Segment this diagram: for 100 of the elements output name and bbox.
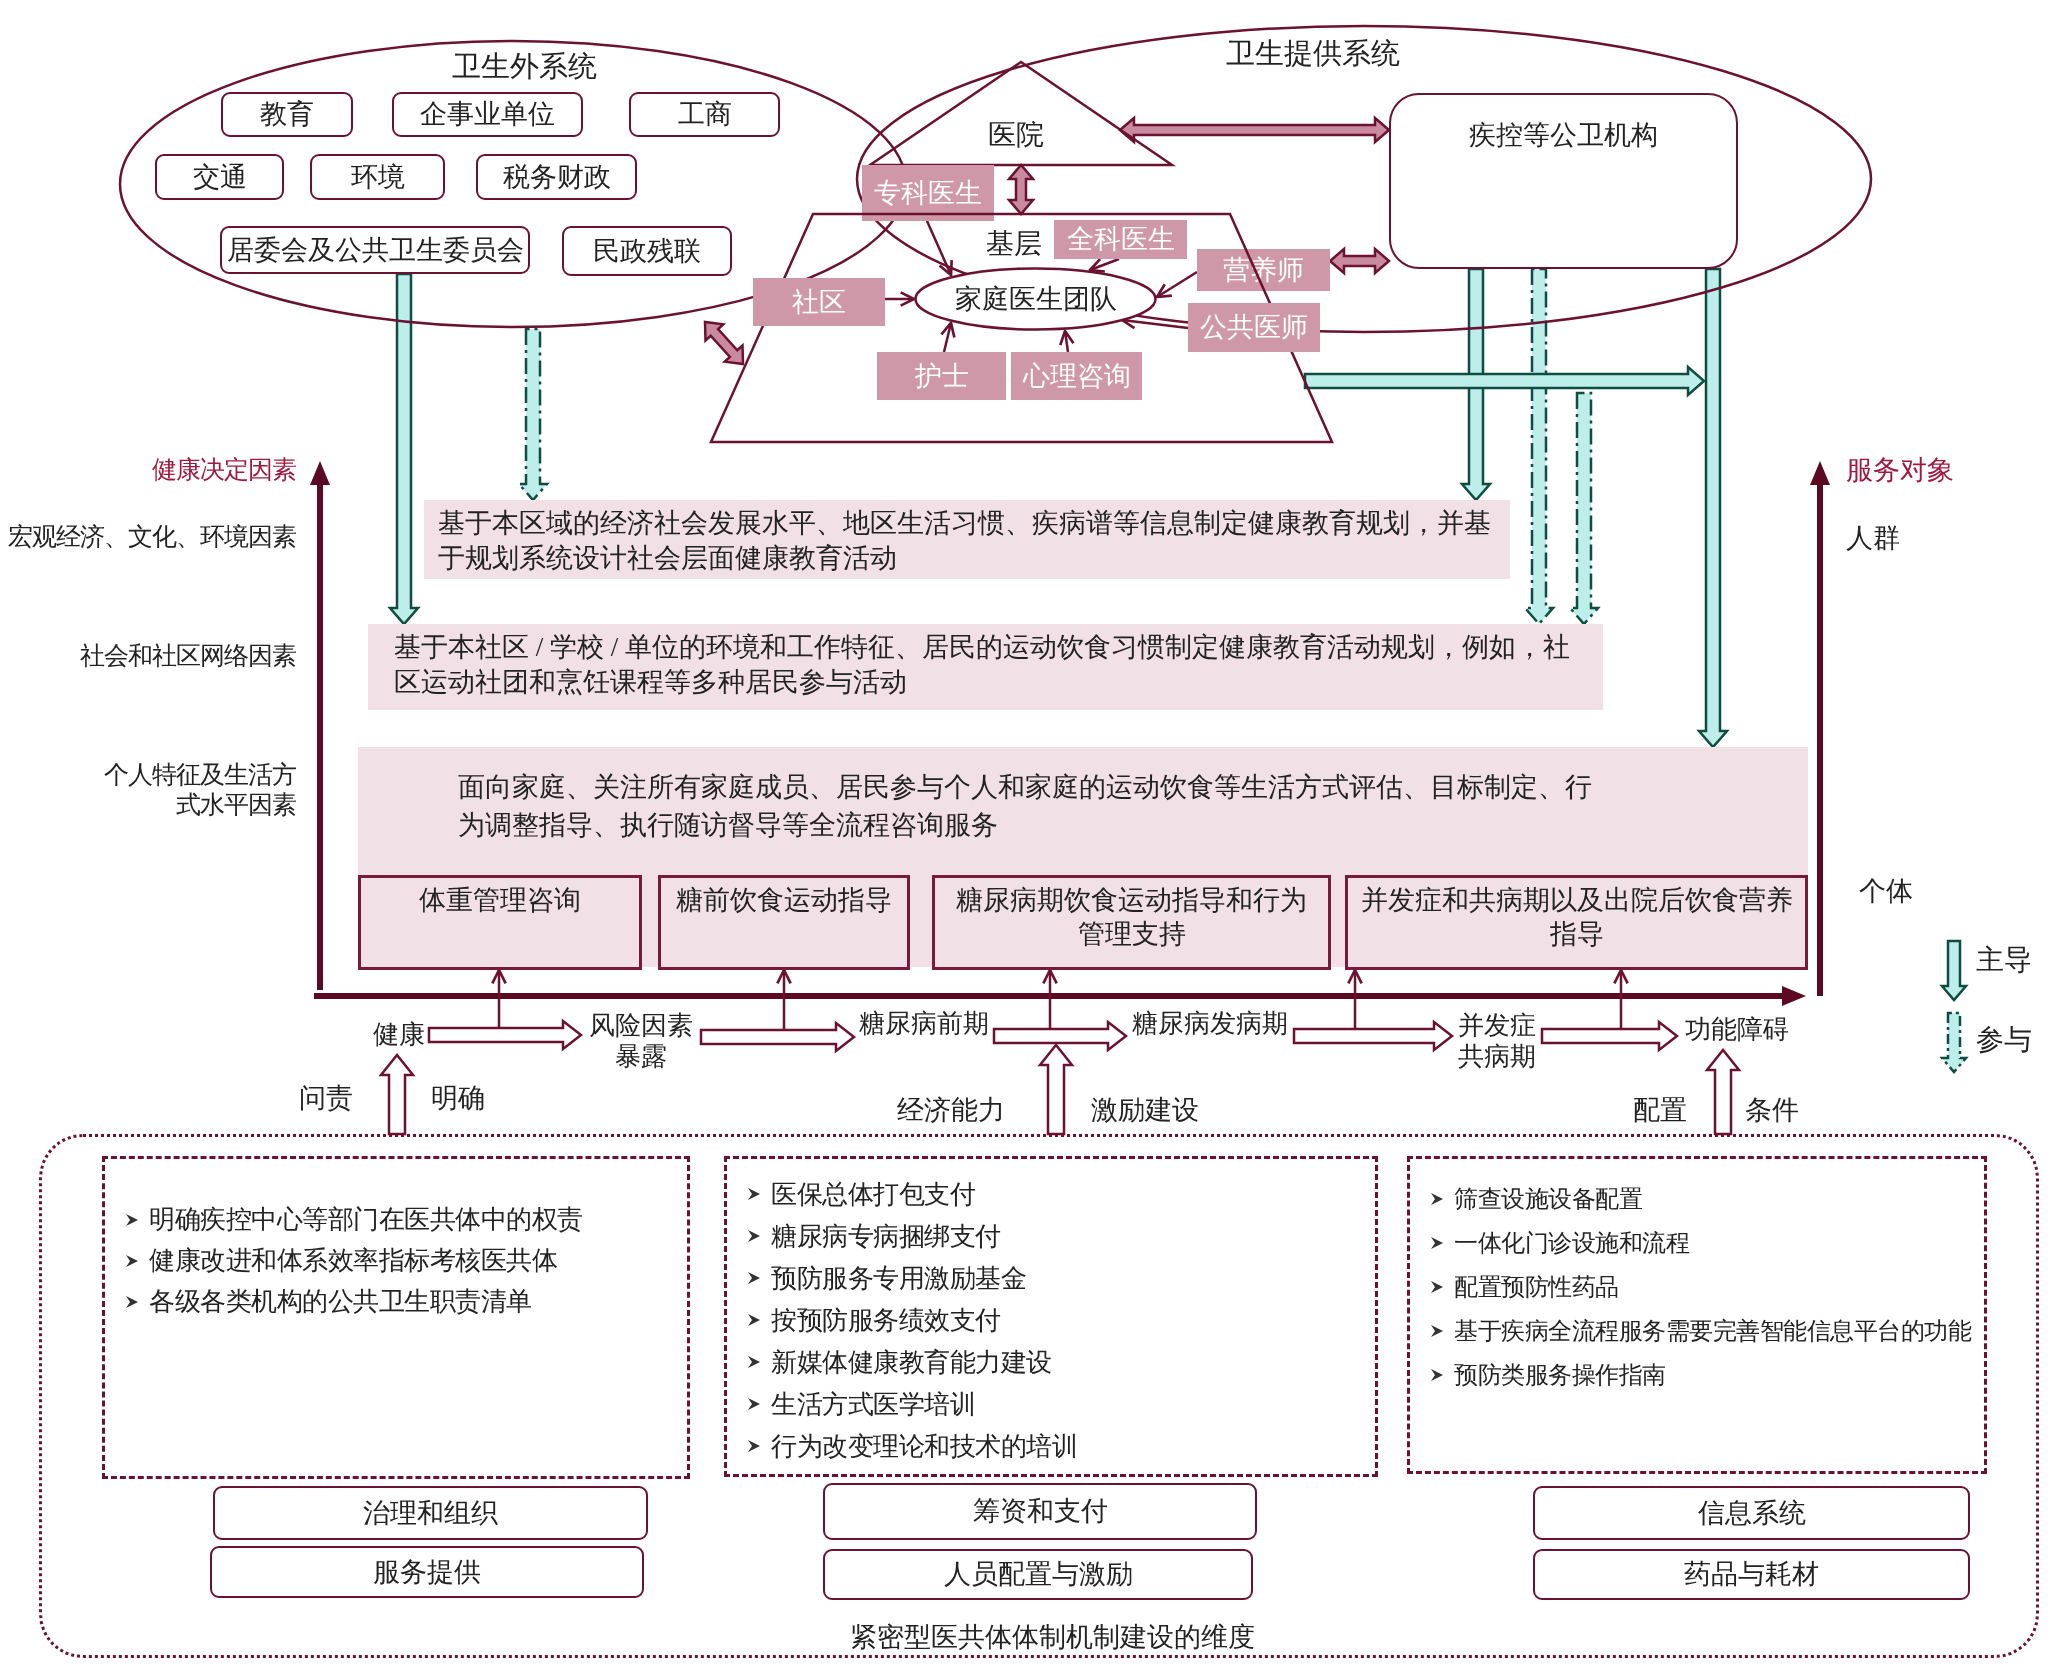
- bullet-text: 预防服务专用激励基金: [771, 1262, 1026, 1295]
- sector-box: 药品与耗材: [1533, 1549, 1970, 1600]
- service-box: 糖前饮食运动指导: [658, 875, 910, 970]
- stage-label: 风险因素暴露: [581, 1005, 701, 1077]
- stage-label: 并发症共病期: [1452, 1005, 1542, 1077]
- level-label: 医院: [988, 118, 1044, 152]
- sector-box: 企事业单位: [392, 92, 583, 137]
- sector-box: 民政残联: [562, 226, 732, 276]
- role-box: 全科医生: [1054, 220, 1187, 259]
- bullet-text: 基于疾病全流程服务需要完善智能信息平台的功能: [1454, 1317, 1971, 1346]
- bullet-text: 糖尿病专病捆绑支付: [771, 1220, 1001, 1253]
- double-arrow: [1328, 246, 1391, 276]
- hollow-arrow: [1540, 1019, 1680, 1053]
- system-title: 卫生提供系统: [1226, 35, 1400, 71]
- bullet-text: 配置预防性药品: [1454, 1273, 1619, 1302]
- hollow-arrow: [1704, 1048, 1742, 1136]
- measure-box: [1407, 1156, 1987, 1474]
- hollow-arrow: [1037, 1043, 1075, 1136]
- stage-label: 糖尿病前期: [854, 1004, 994, 1044]
- arrow-label: 明确: [431, 1081, 485, 1115]
- block-arrow: [516, 327, 550, 502]
- arrow: [885, 291, 916, 307]
- sector-box: 筹资和支付: [823, 1483, 1257, 1540]
- arrow: [1088, 257, 1120, 273]
- hollow-arrow: [992, 1019, 1129, 1053]
- bullet-text: 健康改进和体系效率指标考核医共体: [149, 1245, 557, 1277]
- hollow-arrow: [378, 1053, 416, 1136]
- stage-label: 功能障碍: [1677, 1010, 1797, 1050]
- bullet-text: 生活方式医学培训: [771, 1388, 975, 1421]
- bullet-text: 行为改变理论和技术的培训: [771, 1430, 1077, 1463]
- arrow-label: 问责: [299, 1081, 353, 1115]
- legend-label: 参与: [1976, 1023, 2032, 1057]
- sector-box: 交通: [155, 154, 284, 200]
- block-arrow: [387, 272, 421, 626]
- arrow: [776, 968, 792, 1030]
- axis-label: 宏观经济、文化、环境因素: [8, 522, 296, 552]
- arrow-label: 条件: [1745, 1093, 1799, 1127]
- arrow-label: 经济能力: [897, 1093, 1005, 1127]
- double-arrow: [703, 320, 745, 366]
- bullet-text: 新媒体健康教育能力建设: [771, 1346, 1052, 1379]
- block-arrow: [1567, 391, 1601, 626]
- axis-label: 健康决定因素: [152, 455, 296, 485]
- axis-label: 服务对象: [1846, 453, 1954, 487]
- arrow: [491, 968, 507, 1028]
- service-box: 并发症和共病期以及出院后饮食营养指导: [1345, 875, 1808, 970]
- arrow: [1347, 968, 1363, 1029]
- bullet-text: 一体化门诊设施和流程: [1454, 1229, 1689, 1258]
- sector-box: 居委会及公共卫生委员会: [220, 226, 530, 274]
- bullet-text: 按预防服务绩效支付: [771, 1304, 1001, 1337]
- sector-box: 环境: [310, 154, 445, 200]
- dimension-panel: [39, 1134, 2039, 1658]
- role-box: 护士: [877, 352, 1006, 400]
- sector-box: 服务提供: [210, 1546, 644, 1598]
- block-arrow: [1696, 267, 1730, 749]
- arrow: [1155, 270, 1198, 299]
- arrow: [940, 321, 956, 353]
- panel-caption: 紧密型医共体体制机制建设的维度: [849, 1620, 1255, 1654]
- level-label: 基层: [986, 227, 1042, 261]
- arrow-label: 激励建设: [1091, 1093, 1199, 1127]
- sector-box: 信息系统: [1533, 1486, 1970, 1540]
- measure-box: [724, 1156, 1378, 1477]
- activity-band: [358, 747, 1808, 967]
- arrow: [1042, 968, 1058, 1029]
- legend-label: 主导: [1976, 943, 2032, 977]
- service-box: 糖尿病期饮食运动指导和行为管理支持: [932, 875, 1331, 970]
- axis-label: 人群: [1846, 521, 1900, 555]
- bullet-text: 预防类服务操作指南: [1454, 1361, 1666, 1390]
- role-box: 专科医生: [862, 165, 994, 221]
- axis-label: 个体: [1859, 874, 1913, 908]
- role-box: 公共医师: [1188, 303, 1320, 352]
- bullet-text: 医保总体打包支付: [771, 1178, 975, 1211]
- arrow-label: 配置: [1633, 1093, 1687, 1127]
- double-arrow: [1118, 115, 1391, 145]
- band-text: 面向家庭、关注所有家庭成员、居民参与个人和家庭的运动饮食等生活方式评估、目标制定、行为调整指导、执行随访督导等全流程咨询服务: [458, 771, 1593, 842]
- block-arrow: [1522, 267, 1556, 626]
- axis-label: 个人特征及生活方式水平因素: [103, 760, 296, 820]
- sector-box: 税务财政: [476, 154, 637, 200]
- arrow: [1058, 329, 1075, 353]
- double-arrow: [1006, 163, 1036, 216]
- institution-box: 疾控等公卫机构: [1389, 93, 1738, 269]
- hollow-arrow: [427, 1018, 584, 1052]
- activity-band: 基于本社区 / 学校 / 单位的环境和工作特征、居民的运动饮食习惯制定健康教育活动规划，例如，社区运动社团和烹饪课程等多种居民参与活动: [368, 624, 1603, 710]
- bullet-text: 筛查设施设备配置: [1454, 1185, 1642, 1214]
- stage-label: 健康: [369, 1015, 429, 1055]
- bullet-text: 各级各类机构的公共卫生职责清单: [149, 1286, 532, 1318]
- hollow-arrow: [699, 1020, 857, 1054]
- sector-box: 教育: [221, 92, 353, 137]
- role-box: 社区: [753, 278, 885, 326]
- block-arrow: [1303, 364, 1706, 398]
- measure-box: [102, 1156, 690, 1479]
- bullet-text: 明确疾控中心等部门在医共体中的权责: [149, 1204, 583, 1236]
- hollow-arrow: [1292, 1019, 1455, 1053]
- sector-box: 治理和组织: [213, 1486, 648, 1540]
- service-box: 体重管理咨询: [358, 875, 642, 970]
- team-label: 家庭医生团队: [954, 282, 1117, 316]
- system-title: 卫生外系统: [451, 48, 597, 84]
- sector-box: 人员配置与激励: [823, 1549, 1253, 1600]
- activity-band: 基于本区域的经济社会发展水平、地区生活习惯、疾病谱等信息制定健康教育规划，并基于规划系统设计社会层面健康教育活动: [424, 500, 1510, 579]
- arrow: [925, 220, 953, 277]
- role-box: 心理咨询: [1011, 352, 1142, 400]
